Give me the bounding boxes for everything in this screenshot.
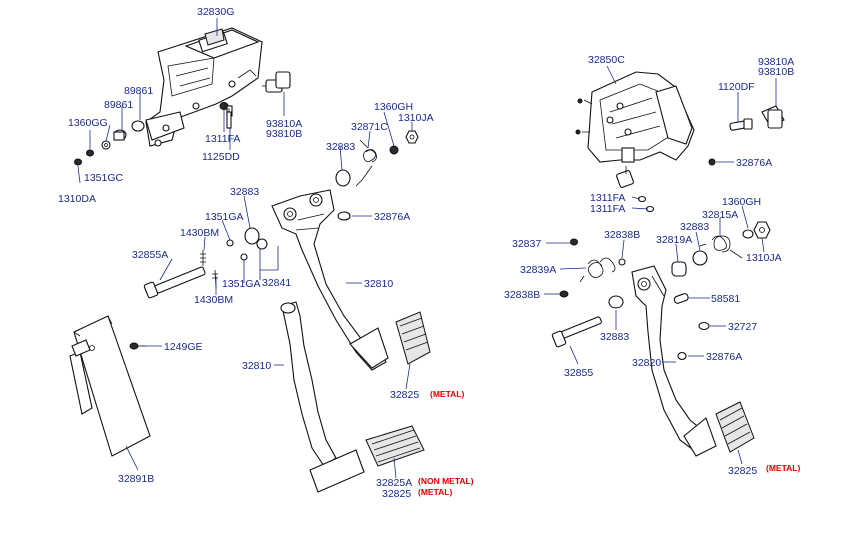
- note-metal-a: (METAL): [430, 389, 464, 399]
- leader-lines: [77, 18, 777, 479]
- pedal-pad-32825A-lower: [365, 425, 425, 467]
- small-parts-right: [673, 293, 710, 361]
- cover-32891B: [69, 315, 151, 457]
- switch-93810-left: [262, 71, 291, 93]
- label-32819A: 32819A: [656, 234, 692, 246]
- label-32825-b: 32825: [382, 488, 411, 500]
- label-32883-b: 32883: [230, 186, 259, 198]
- nuts-right: [742, 221, 771, 239]
- nuts-1360GH-1310JA-left: [389, 130, 419, 155]
- label-1351GA-a: 1351GA: [205, 211, 244, 223]
- label-1249GE: 1249GE: [164, 341, 203, 353]
- fasteners-1311FA-right: [616, 158, 716, 213]
- note-metal-b: (METAL): [418, 487, 452, 497]
- label-93810A-left: 93810A: [266, 118, 302, 130]
- label-32883-a: 32883: [326, 141, 355, 153]
- label-1430BM-b: 1430BM: [194, 294, 233, 306]
- pedal-32810-lower: [280, 301, 365, 493]
- bracket-32830G: [145, 27, 263, 147]
- label-1311FA-right-2: 1311FA: [590, 203, 625, 215]
- note-metal-right: (METAL): [766, 463, 800, 473]
- label-32841: 32841: [262, 277, 291, 289]
- label-32820: 32820: [632, 357, 661, 369]
- note-non-metal: (NON METAL): [418, 476, 474, 486]
- label-58581: 58581: [711, 293, 740, 305]
- label-32876A-left: 32876A: [374, 211, 410, 223]
- label-32876A-right-1: 32876A: [736, 157, 772, 169]
- label-93810B-right: 93810B: [758, 66, 794, 78]
- label-1430BM-a: 1430BM: [180, 227, 219, 239]
- label-89861-b: 89861: [104, 99, 133, 111]
- label-32815A: 32815A: [702, 209, 738, 221]
- label-1310JA-right: 1310JA: [746, 252, 782, 264]
- spring-32871C: [355, 139, 377, 187]
- label-93810B-left: 93810B: [266, 128, 302, 140]
- bolt-32855: [551, 316, 602, 348]
- bushings-right: [608, 250, 708, 309]
- pedal-pad-32825-right: [715, 401, 755, 453]
- label-32727: 32727: [728, 321, 757, 333]
- label-32825-a: 32825: [390, 389, 419, 401]
- material-notes: (METAL) (NON METAL) (METAL) (METAL): [418, 389, 800, 497]
- pedal-32810-upper: [271, 189, 389, 371]
- label-32855: 32855: [564, 367, 593, 379]
- label-89861-a: 89861: [124, 85, 153, 97]
- label-1310JA-left: 1310JA: [398, 112, 434, 124]
- bracket-32850C: [575, 71, 695, 163]
- stopper-32876A-left: [337, 211, 351, 221]
- pedal-pad-32825-upper: [395, 311, 431, 365]
- label-1311FA-right-1: 1311FA: [590, 192, 625, 204]
- switch-93810-right: [761, 105, 785, 129]
- spring-32815A: [699, 235, 743, 259]
- label-32838B-b: 32838B: [504, 289, 540, 301]
- label-32850C: 32850C: [588, 54, 625, 66]
- label-32891B: 32891B: [118, 473, 154, 485]
- label-32810-b: 32810: [242, 360, 271, 372]
- label-32838B-a: 32838B: [604, 229, 640, 241]
- label-93810A-right: 93810A: [758, 56, 794, 68]
- label-1125DD: 1125DD: [202, 151, 240, 163]
- label-1360GH-right: 1360GH: [722, 196, 761, 208]
- label-32883-r2: 32883: [600, 331, 629, 343]
- bolt-1120DF: [729, 118, 753, 131]
- bolt-32855A: [143, 239, 248, 299]
- label-1311FA-left: 1311FA: [205, 133, 240, 145]
- label-32871C: 32871C: [351, 121, 388, 133]
- label-1351GA-b: 1351GA: [222, 278, 261, 290]
- label-32883-r1: 32883: [680, 221, 709, 233]
- part-labels: 32830G 89861 89861 1360GG 1351GC 1310DA …: [58, 6, 794, 500]
- label-32876A-right-2: 32876A: [706, 351, 742, 363]
- pedal-32820: [631, 265, 717, 457]
- label-32837: 32837: [512, 238, 541, 250]
- label-1120DF: 1120DF: [718, 81, 755, 93]
- label-32839A: 32839A: [520, 264, 556, 276]
- spring-32839A: [559, 238, 626, 298]
- label-32825A: 32825A: [376, 477, 412, 489]
- label-1351GC: 1351GC: [84, 172, 124, 184]
- label-32810-a: 32810: [364, 278, 393, 290]
- label-1360GH-left: 1360GH: [374, 101, 413, 113]
- label-32825-right: 32825: [728, 465, 757, 477]
- label-1360GG: 1360GG: [68, 117, 108, 129]
- label-1310DA: 1310DA: [58, 193, 96, 205]
- label-32830G: 32830G: [197, 6, 234, 18]
- fasteners-left: [74, 102, 233, 166]
- label-32855A: 32855A: [132, 249, 168, 261]
